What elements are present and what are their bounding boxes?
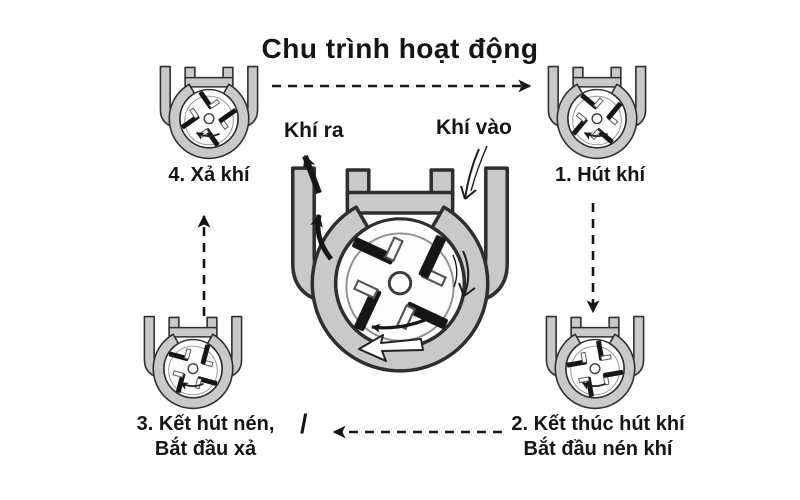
slash-mark: / — [300, 409, 308, 439]
stage-3-label: 3. Kết hút nén, Bắt đầu xả — [118, 412, 293, 462]
stage-1-label: 1. Hút khí — [533, 163, 667, 188]
stage-4-label: 4. Xả khí — [142, 163, 276, 188]
diagram-title: Chu trình hoạt động — [261, 33, 539, 64]
stage-1-label-line1: 1. Hút khí — [554, 164, 645, 186]
main-pump-icon — [290, 166, 510, 373]
stage-2-label-line1: 2. Kết thúc hút khí — [511, 413, 685, 435]
air-in-label: Khí vào — [436, 116, 512, 139]
stage-2-label: 2. Kết thúc hút khí Bắt đầu nén khí — [498, 412, 698, 462]
pump-stage-4-icon — [159, 65, 259, 160]
stage-2-label-line2: Bắt đầu nén khí — [523, 438, 673, 460]
stage-4-label-line1: 4. Xả khí — [168, 164, 250, 186]
pump-stage-2-icon — [545, 315, 645, 410]
stage-3-label-line1: 3. Kết hút nén, — [136, 413, 275, 435]
pump-stage-1-icon — [547, 65, 647, 160]
air-out-label: Khí ra — [284, 119, 344, 142]
stage-3-label-line2: Bắt đầu xả — [154, 438, 257, 460]
pump-stage-3-icon — [143, 315, 243, 410]
